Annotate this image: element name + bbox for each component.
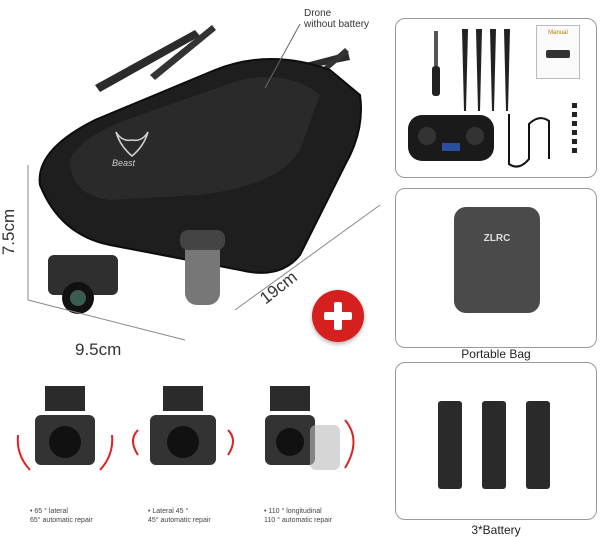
battery-icon xyxy=(526,401,550,489)
gimbal-caption-line1: • 110 ° longitudinal xyxy=(264,508,322,515)
callout-line-1: Drone xyxy=(304,8,332,19)
manual-text: Manual xyxy=(548,30,568,36)
battery-icon xyxy=(438,401,462,489)
gimbal-camera-icon xyxy=(265,386,355,470)
battery-label: 3*Battery xyxy=(471,523,521,537)
gimbal-caption-line1: • Lateral 45 ° xyxy=(148,508,189,515)
bag-logo: ZLRC xyxy=(483,233,511,244)
drone-callout: Drone without battery xyxy=(304,8,369,30)
gimbal-camera-icon xyxy=(132,386,234,465)
gimbal-caption-line1: • 65 ° lateral xyxy=(30,508,68,515)
screws-icon xyxy=(572,103,577,153)
height-dimension: 7.5cm xyxy=(0,208,19,256)
gimbal-lateral-65: • 65 ° lateral 65° automatic repair xyxy=(10,380,120,530)
bag-label: Portable Bag xyxy=(461,347,531,361)
battery-icon xyxy=(482,401,506,489)
manual-icon: Manual xyxy=(536,25,580,79)
remote-controller-icon xyxy=(408,115,494,161)
accessories-panel: Manual xyxy=(395,18,597,178)
gimbal-caption-line2: 45° automatic repair xyxy=(148,517,211,524)
propellers-icon xyxy=(462,29,510,111)
gimbal-longitudinal-110: • 110 ° longitudinal 110 ° automatic rep… xyxy=(250,380,370,530)
portable-bag-icon: ZLRC xyxy=(454,207,540,313)
bull-logo-icon xyxy=(112,128,152,160)
screwdriver-icon xyxy=(432,31,440,96)
gimbal-lateral-45: • Lateral 45 ° 45° automatic repair xyxy=(128,380,238,530)
callout-line-2: without battery xyxy=(304,19,370,30)
usb-cable-icon xyxy=(508,114,550,168)
gimbal-caption-line2: 110 ° automatic repair xyxy=(264,517,333,524)
drone-body xyxy=(27,23,381,341)
plus-badge-icon xyxy=(312,290,364,342)
brand-logo-text: Beast xyxy=(112,158,136,168)
gimbal-caption-line2: 65° automatic repair xyxy=(30,517,93,524)
drone-illustration xyxy=(0,0,385,360)
bag-panel: ZLRC Portable Bag xyxy=(395,188,597,361)
gimbal-camera-icon xyxy=(16,386,114,471)
battery-panel: 3*Battery xyxy=(395,362,597,537)
width-dimension: 9.5cm xyxy=(75,340,122,359)
